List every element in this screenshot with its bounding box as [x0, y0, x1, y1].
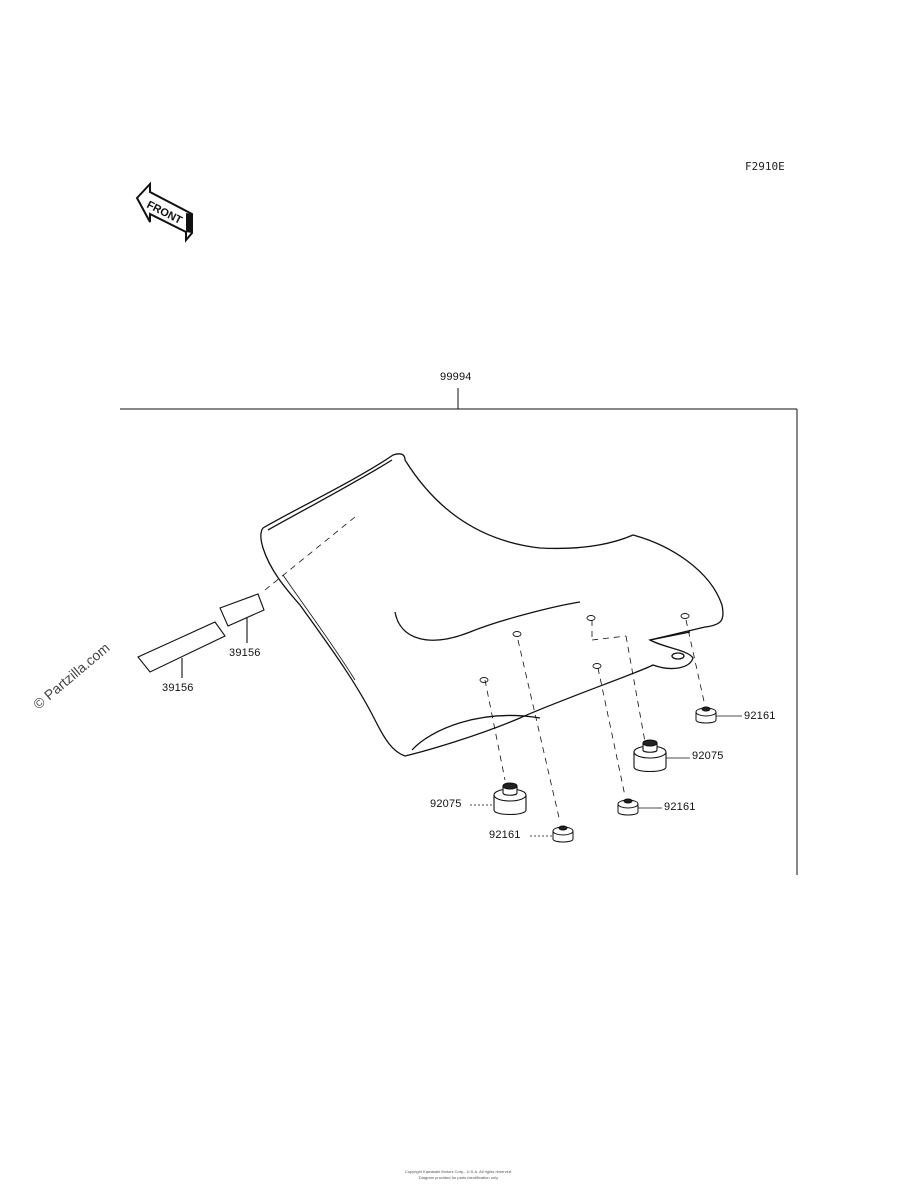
- callout-92161-mid: 92161: [664, 801, 696, 813]
- assembly-bracket: [120, 388, 798, 875]
- mounting-hole-markers: [479, 613, 690, 683]
- nut-rear-right-icon: [695, 706, 717, 724]
- nut-mid-icon: [617, 798, 639, 816]
- damper-left-icon: [493, 782, 527, 816]
- footer-line-1: Copyright Kawasaki Motors Corp., U.S.A. …: [404, 1169, 513, 1174]
- footer-line-2: Diagram provided for parts identificatio…: [418, 1175, 499, 1180]
- callout-92161-left: 92161: [489, 829, 521, 841]
- front-arrow-icon: FRONT: [135, 181, 193, 243]
- seat-illustration: [260, 453, 724, 757]
- nut-left-icon: [552, 825, 574, 843]
- damper-parts: [493, 739, 667, 816]
- figure-code: F2910E: [745, 160, 785, 173]
- mounting-guide-lines: [264, 516, 706, 823]
- nut-parts: [552, 706, 717, 843]
- callout-92075-left: 92075: [430, 798, 462, 810]
- callout-99994: 99994: [440, 371, 472, 383]
- callout-92161-rear-right: 92161: [744, 710, 776, 722]
- callout-39156-a: 39156: [229, 647, 261, 659]
- callout-39156-b: 39156: [162, 682, 194, 694]
- callout-92075-right: 92075: [692, 750, 724, 762]
- damper-right-icon: [633, 739, 667, 773]
- strap-parts: [137, 593, 265, 678]
- leader-lines: [470, 715, 742, 837]
